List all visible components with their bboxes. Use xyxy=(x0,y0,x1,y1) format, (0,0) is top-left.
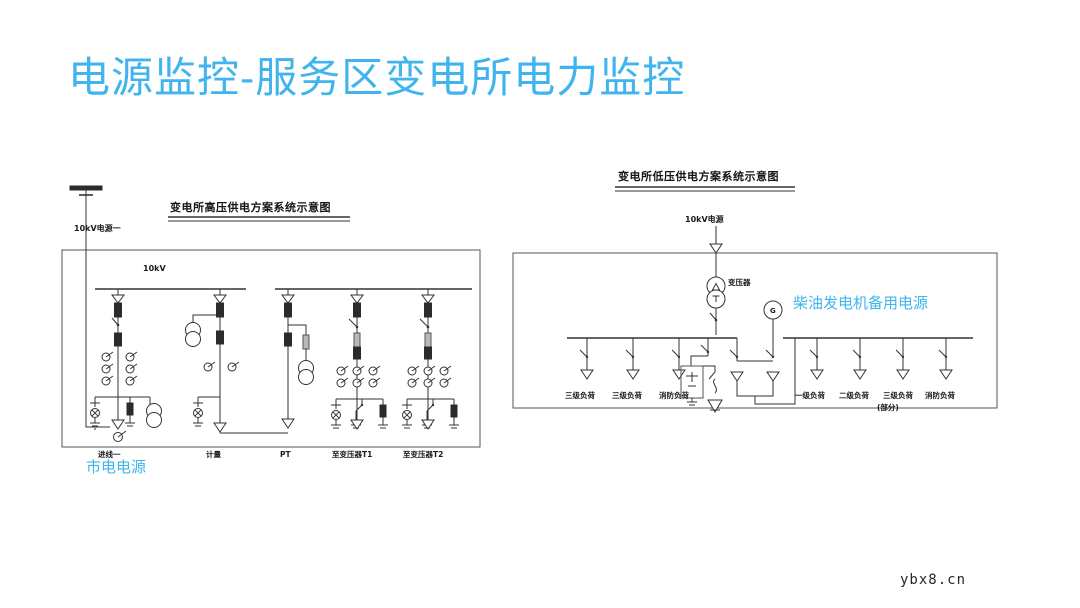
transformer-symbol xyxy=(706,253,726,335)
source-label-10kv: 10kV电源一 xyxy=(74,223,121,233)
bay-label-incoming: 进线一 xyxy=(98,449,121,459)
bay-metering xyxy=(185,289,288,434)
transfer-switch-section xyxy=(729,338,796,405)
low-voltage-enclosure xyxy=(512,252,998,409)
lv-load-label-5: 二级负荷 xyxy=(839,390,869,400)
bay-label-pt: PT xyxy=(280,450,291,459)
bay-transformer-t1 xyxy=(331,289,388,430)
ups-module xyxy=(680,338,723,413)
lv-load-label-6: 三级负荷 xyxy=(883,390,913,400)
watermark: ybx8.cn xyxy=(900,572,967,588)
page-title: 电源监控-服务区变电所电力监控 xyxy=(68,53,686,102)
source-terminal-symbol xyxy=(69,185,103,196)
generator-symbol-letter: G xyxy=(770,307,776,315)
transformer-label: 变压器 xyxy=(728,277,751,287)
high-voltage-diagram-title: 变电所高压供电方案系统示意图 xyxy=(170,200,331,214)
lv-load-label-4: 一级负荷 xyxy=(795,390,825,400)
diesel-generator-symbol: G xyxy=(763,300,783,338)
lv-load-label-2: 三级负荷 xyxy=(612,390,642,400)
busbar-label-10kv: 10kV xyxy=(143,264,166,273)
lv-load-label-7: 消防负荷 xyxy=(925,390,955,400)
bay-label-transformer-t2: 至变压器T2 xyxy=(403,449,443,459)
high-voltage-diagram: 变电所高压供电方案系统示意图 10kV电源一 10kV xyxy=(50,175,490,475)
source-label-10kv-lv: 10kV电源 xyxy=(685,214,724,224)
lv-load-label-1: 三级负荷 xyxy=(565,390,595,400)
low-voltage-diagram: 变电所低压供电方案系统示意图 10kV电源 变压器 柴油发电机备用电源 G xyxy=(505,160,1005,460)
bay-incoming-line xyxy=(90,289,162,442)
city-power-note: 市电电源 xyxy=(86,458,147,476)
lv-right-feeders xyxy=(809,338,953,380)
current-transformers-left xyxy=(101,351,138,386)
current-transformers-t2 xyxy=(407,365,452,388)
low-voltage-diagram-title: 变电所低压供电方案系统示意图 xyxy=(618,169,779,183)
lv-left-feeders xyxy=(579,338,686,380)
bay-label-metering: 计量 xyxy=(206,449,221,459)
bay-pt xyxy=(281,289,314,429)
high-voltage-enclosure xyxy=(61,249,481,448)
bay-transformer-t2 xyxy=(402,289,459,430)
lv-load-label-sub: (部分) xyxy=(877,402,899,412)
generator-backup-note: 柴油发电机备用电源 xyxy=(793,294,928,312)
bay-label-transformer-t1: 至变压器T1 xyxy=(332,449,372,459)
lv-load-label-3: 消防负荷 xyxy=(659,390,689,400)
incoming-disconnect-symbol xyxy=(709,243,723,254)
current-transformers-t1 xyxy=(336,365,381,388)
